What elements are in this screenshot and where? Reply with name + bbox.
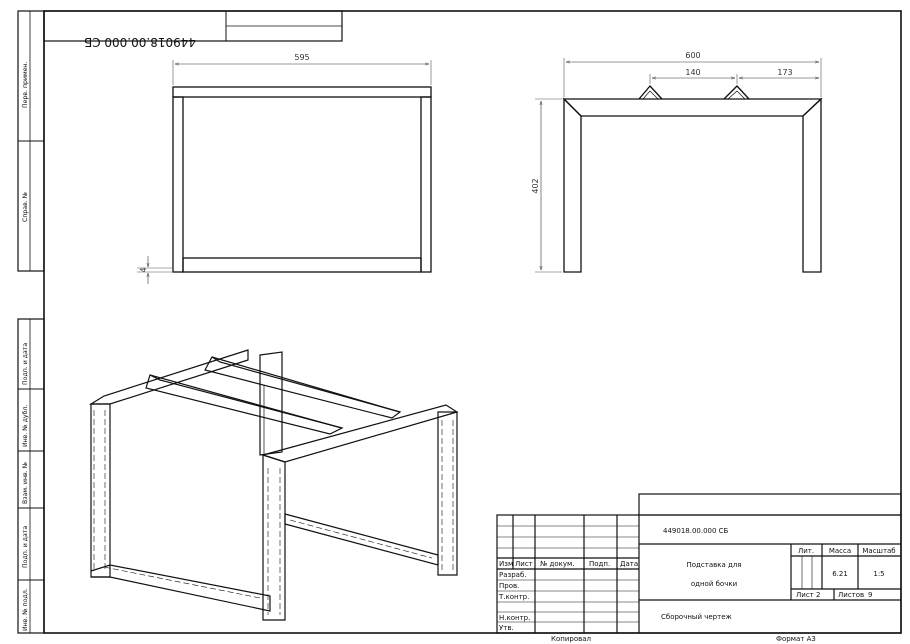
side-view xyxy=(562,85,823,273)
side-offset-dim: 173 xyxy=(777,68,792,77)
scale-value: 1:5 xyxy=(873,570,884,578)
side-height-dim: 402 xyxy=(531,178,540,193)
doc-type: Сборочный чертеж xyxy=(661,613,732,621)
row-utv: Утв. xyxy=(499,624,514,632)
footer-kopiroval: Копировал xyxy=(551,635,591,643)
front-view-dimensions: 595 4 xyxy=(137,53,432,284)
title-block: 449018.00.000 СБ Подставка для одной боч… xyxy=(496,493,902,634)
front-width-dim: 595 xyxy=(294,53,309,62)
row-prov: Пров. xyxy=(499,582,519,590)
doc-code: 449018.00.000 СБ xyxy=(663,527,729,535)
lit-label: Лит. xyxy=(798,547,814,555)
mass-label: Масса xyxy=(829,547,851,555)
side-pitch-dim: 140 xyxy=(685,68,700,77)
side-label-vzam-inv: Взам. инв. № xyxy=(22,462,29,504)
side-width-dim: 600 xyxy=(685,51,700,60)
title-line-2: одной бочки xyxy=(691,580,737,588)
side-column: Перв. примен. Справ. № Подп. и дата Инв.… xyxy=(17,10,45,634)
col-data: Дата xyxy=(620,560,638,568)
side-view-dimensions: 600 140 173 402 xyxy=(531,51,822,273)
col-izm: Изм xyxy=(499,560,513,568)
mass-value: 6.21 xyxy=(832,570,848,578)
col-list: Лист xyxy=(515,560,533,568)
sheets-value: 9 xyxy=(868,591,872,599)
side-label-inv-dubl: Инв. № дубл. xyxy=(21,405,29,447)
row-tkontr: Т.контр. xyxy=(498,593,529,601)
col-doc-no: № докум. xyxy=(540,560,575,568)
isometric-view xyxy=(88,349,459,621)
side-label-podp-data-1: Подп. и дата xyxy=(22,343,29,385)
top-stamp: 449018.00.000 СБ xyxy=(43,10,343,49)
sheet-number: Лист 2 xyxy=(796,591,820,599)
top-stamp-code: 449018.00.000 СБ xyxy=(84,35,196,49)
footer-format: Формат А3 xyxy=(776,635,816,643)
row-nkontr: Н.контр. xyxy=(499,614,530,622)
title-line-1: Подставка для xyxy=(687,561,742,569)
sheets-label: Листов xyxy=(838,591,864,599)
side-label-podp-data-2: Подп. и дата xyxy=(22,526,29,568)
col-podp: Подп. xyxy=(589,560,610,568)
side-label-perv-primen: Перв. примен. xyxy=(22,62,29,108)
scale-label: Масштаб xyxy=(862,547,895,555)
row-razrab: Разраб. xyxy=(499,571,527,579)
side-label-inv-podl: Инв. № подл. xyxy=(22,588,29,631)
side-label-sprav-no: Справ. № xyxy=(22,192,29,222)
front-view xyxy=(172,86,432,273)
front-foot-dim: 4 xyxy=(139,267,148,272)
